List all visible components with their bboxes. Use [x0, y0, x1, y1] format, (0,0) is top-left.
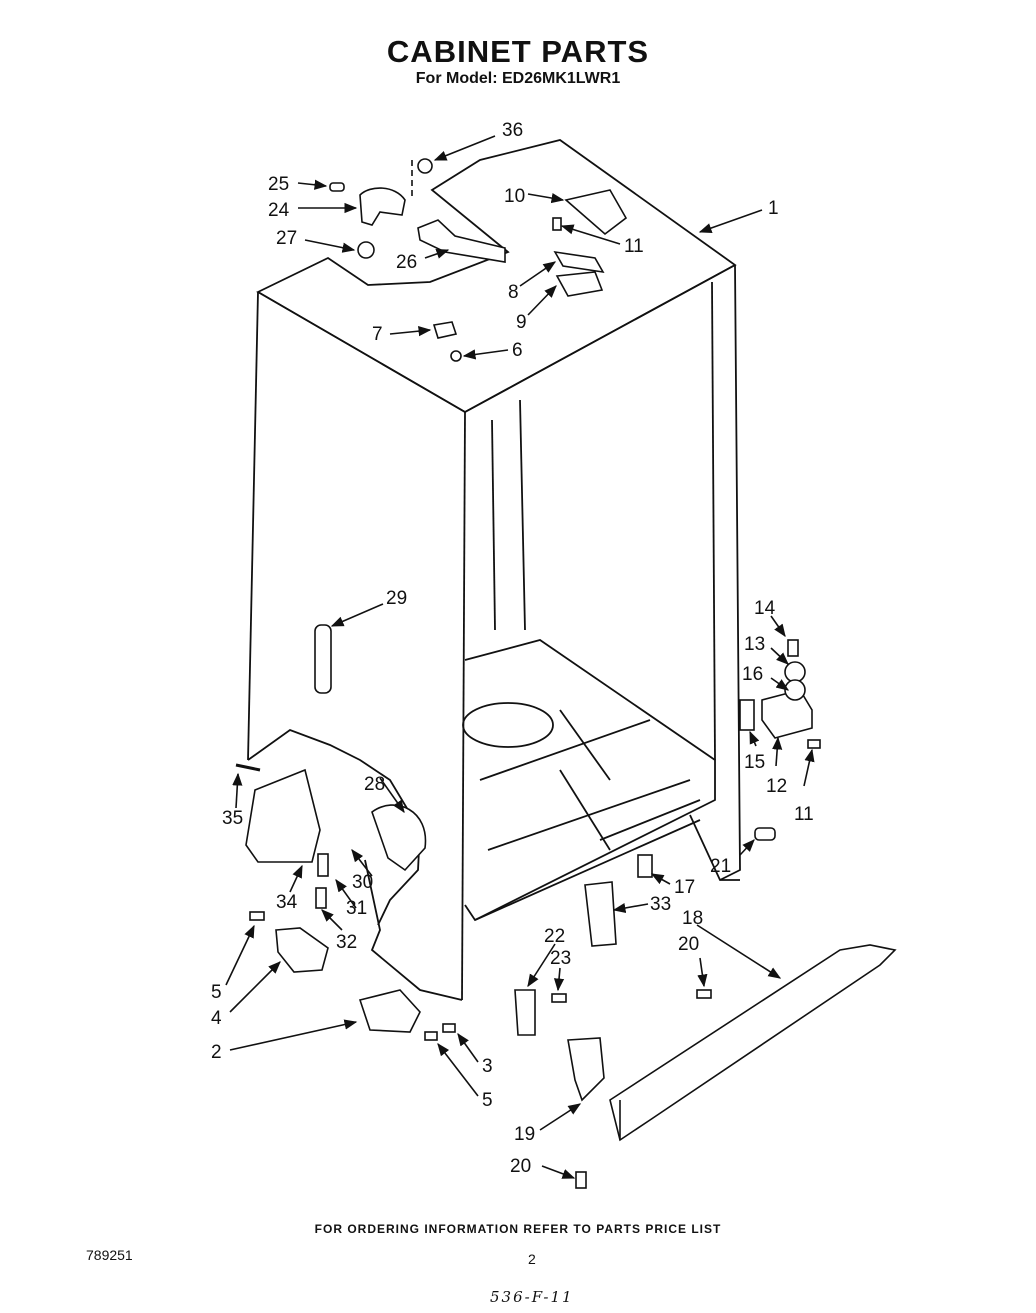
part-20-screw-a: [696, 989, 712, 999]
leader-arrows: [225, 135, 815, 1179]
callout-1: 1: [768, 198, 779, 219]
callout-20a: 20: [678, 934, 699, 955]
part-shapes: [235, 158, 897, 1189]
callout-17: 17: [674, 877, 695, 898]
callout-8: 8: [508, 282, 519, 303]
part-23-screw: [551, 993, 567, 1003]
part-25-screw: [329, 182, 345, 192]
part-27-nut: [357, 241, 375, 259]
callout-14: 14: [754, 598, 776, 619]
part-22-bracket: [514, 989, 536, 1036]
part-33-plate: [584, 881, 617, 947]
part-3-screw: [442, 1023, 456, 1033]
part-15-shim: [739, 699, 755, 731]
part-21-plug: [754, 827, 776, 841]
callout-30: 30: [352, 872, 373, 893]
callout-13: 13: [744, 634, 765, 655]
callout-23: 23: [550, 948, 571, 969]
part-35-screw: [235, 763, 261, 772]
callout-11b: 11: [794, 804, 814, 825]
callout-10: 10: [504, 186, 525, 207]
part-26-tube: [417, 219, 506, 263]
part-17-clip: [637, 854, 653, 878]
callout-29: 29: [386, 588, 407, 609]
part-36-grommet: [417, 158, 433, 174]
part-6-plug: [450, 350, 462, 362]
callout-5a: 5: [211, 982, 222, 1003]
part-19-bracket: [567, 1037, 605, 1102]
part-9-shim: [555, 271, 604, 297]
part-5-screw-a: [249, 911, 265, 921]
callout-12: 12: [766, 776, 787, 797]
part-20-screw-b: [575, 1171, 587, 1189]
part-11-screw: [552, 217, 562, 231]
callout-11a: 11: [624, 236, 644, 257]
callout-31: 31: [346, 898, 367, 919]
callout-34: 34: [276, 892, 298, 913]
part-32-screw: [315, 887, 327, 909]
callout-21: 21: [710, 856, 731, 877]
part-14-screw: [787, 639, 799, 657]
part-8-hinge: [553, 250, 605, 274]
callout-22: 22: [544, 926, 565, 947]
part-13-washer: [784, 661, 806, 683]
part-28-harness: [371, 804, 427, 872]
ordering-info-note: FOR ORDERING INFORMATION REFER TO PARTS …: [314, 1222, 722, 1236]
part-5-screw-b: [424, 1031, 438, 1041]
callout-25: 25: [268, 174, 289, 195]
callout-9: 9: [516, 312, 527, 333]
part-31-clip: [317, 853, 329, 877]
part-10-cover: [564, 189, 628, 236]
callout-26: 26: [396, 252, 417, 273]
model-subtitle: For Model: ED26MK1LWR1: [415, 70, 621, 87]
callout-33: 33: [650, 894, 671, 915]
page-title: CABINET PARTS: [386, 34, 650, 69]
callout-labels: 1 2 3 4 5 5 5 6 7 8 9 10 11 11 11 12 13 …: [211, 120, 814, 1177]
callout-27: 27: [276, 228, 297, 249]
callout-32: 32: [336, 932, 357, 953]
callout-36: 36: [502, 120, 523, 141]
callout-7: 7: [372, 324, 383, 345]
part-34-bracket: [245, 768, 321, 863]
callout-18: 18: [682, 908, 703, 929]
part-29-tube: [314, 624, 332, 694]
callout-2: 2: [211, 1042, 222, 1063]
callout-3: 3: [482, 1056, 493, 1077]
callout-4: 4: [211, 1008, 222, 1029]
handwritten-note: 536-F-11: [490, 1288, 574, 1306]
part-2-bracket: [358, 989, 421, 1033]
callout-28: 28: [364, 774, 385, 795]
callout-35: 35: [222, 808, 243, 829]
part-24-fitting: [359, 187, 406, 226]
callout-5b: 5: [482, 1090, 493, 1111]
callout-19: 19: [514, 1124, 535, 1145]
callout-6: 6: [512, 340, 523, 361]
document-number: 789251: [86, 1247, 133, 1263]
part-11-screw-b: [807, 739, 821, 749]
callout-15: 15: [744, 752, 765, 773]
callout-16: 16: [742, 664, 763, 685]
part-4-roller: [275, 927, 329, 973]
page-number: 2: [528, 1251, 536, 1267]
callout-24: 24: [268, 200, 290, 221]
part-18-grille: [609, 944, 897, 1142]
part-7-plug: [432, 321, 458, 339]
callout-20b: 20: [510, 1156, 531, 1177]
